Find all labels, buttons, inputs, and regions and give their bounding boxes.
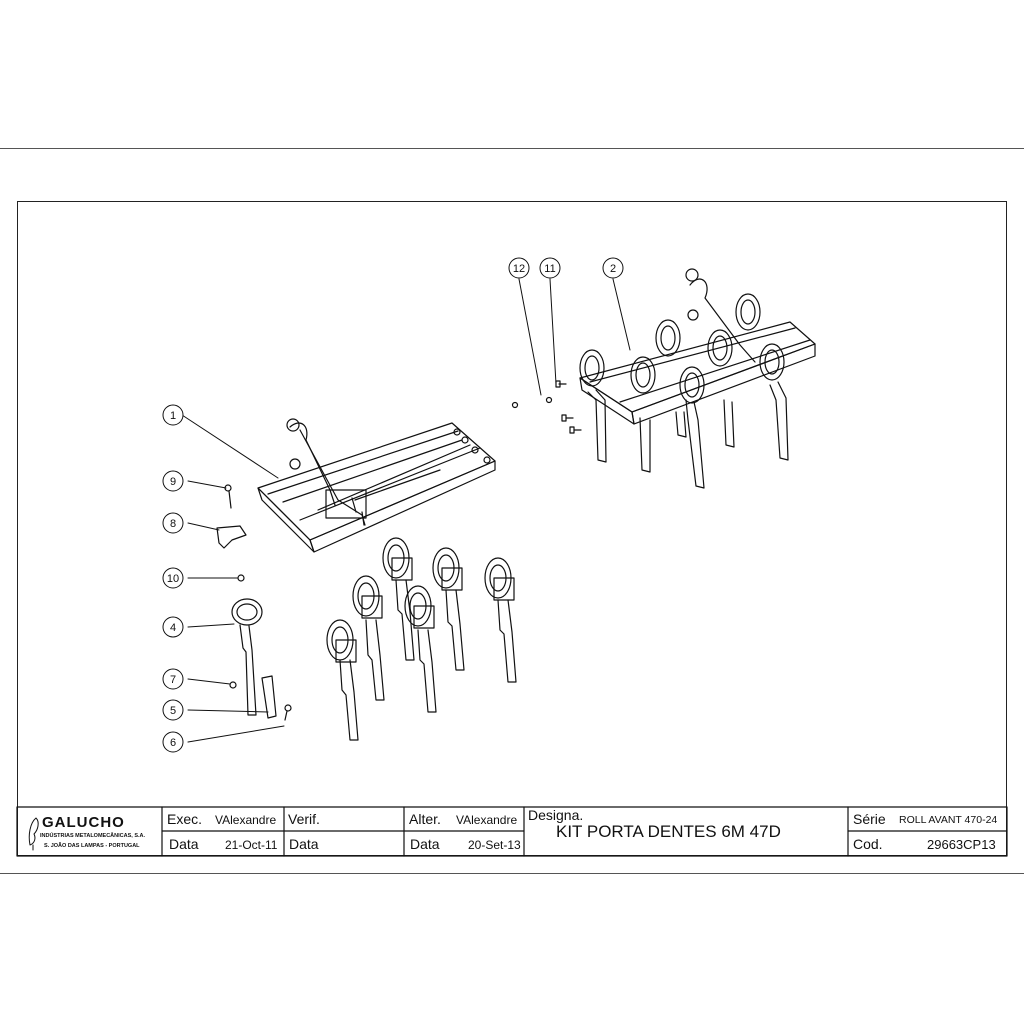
balloon-8: 8 xyxy=(162,512,184,534)
tine xyxy=(484,557,517,683)
part-5-protector xyxy=(261,675,277,719)
tine xyxy=(326,619,359,741)
alter-label: Alter. xyxy=(409,811,441,827)
cod-value: 29663CP13 xyxy=(927,837,996,852)
part-8-bracket xyxy=(216,525,247,549)
verif-label: Verif. xyxy=(288,811,320,827)
exec-date-label: Data xyxy=(169,836,199,852)
balloon-11: 11 xyxy=(539,257,561,279)
svg-text:8: 8 xyxy=(170,518,176,530)
svg-text:7: 7 xyxy=(170,674,176,686)
balloon-12: 12 xyxy=(508,257,530,279)
part-4-tine xyxy=(231,598,263,716)
svg-text:6: 6 xyxy=(170,737,176,749)
designa-label: Designa. xyxy=(528,807,584,823)
balloon-10: 10 xyxy=(162,567,184,589)
alter-date-label: Data xyxy=(410,836,440,852)
cod-label: Cod. xyxy=(853,836,883,852)
part-6-pin xyxy=(284,704,292,721)
part-7-nut xyxy=(229,681,237,689)
exec-value: VAlexandre xyxy=(215,813,277,827)
tine xyxy=(352,575,385,701)
exec-label: Exec. xyxy=(167,811,203,827)
balloon-7: 7 xyxy=(162,668,184,690)
alter-date-value: 20-Set-13 xyxy=(468,838,521,852)
tine xyxy=(404,585,437,713)
galucho-logo-mark xyxy=(28,817,39,851)
serie-value: ROLL AVANT 470-24 xyxy=(899,814,998,826)
serie-label: Série xyxy=(853,811,886,827)
alter-value: VAlexandre xyxy=(456,813,518,827)
balloon-1: 1 xyxy=(162,404,184,426)
balloon-callouts xyxy=(181,278,631,743)
company-line-2: S. JOÃO DAS LAMPAS - PORTUGAL xyxy=(44,843,140,849)
title-block-grid xyxy=(16,806,1008,857)
tine xyxy=(432,547,465,671)
balloon-9: 9 xyxy=(162,470,184,492)
balloon-5: 5 xyxy=(162,699,184,721)
svg-text:4: 4 xyxy=(170,622,176,634)
balloon-2: 2 xyxy=(602,257,624,279)
svg-text:11: 11 xyxy=(544,263,555,275)
svg-text:5: 5 xyxy=(170,705,176,717)
svg-text:12: 12 xyxy=(513,263,525,275)
part-10-nut xyxy=(237,574,245,582)
balloon-4: 4 xyxy=(162,616,184,638)
part-2-assembly xyxy=(511,268,816,489)
svg-text:9: 9 xyxy=(170,476,176,488)
balloon-6: 6 xyxy=(162,731,184,753)
company-line-1: INDÚSTRIAS METALOMECÂNICAS, S.A. xyxy=(40,833,146,839)
svg-text:10: 10 xyxy=(167,573,179,585)
verif-date-label: Data xyxy=(289,836,319,852)
exec-date-value: 21-Oct-11 xyxy=(225,838,278,852)
designa-value: KIT PORTA DENTES 6M 47D xyxy=(556,822,781,841)
part-1-frame xyxy=(257,418,496,553)
svg-text:1: 1 xyxy=(170,410,176,422)
company-name: GALUCHO xyxy=(42,814,125,831)
loose-tines xyxy=(326,537,517,741)
svg-text:2: 2 xyxy=(610,263,616,275)
drawing-sheet xyxy=(0,148,1024,874)
tine xyxy=(382,537,415,661)
